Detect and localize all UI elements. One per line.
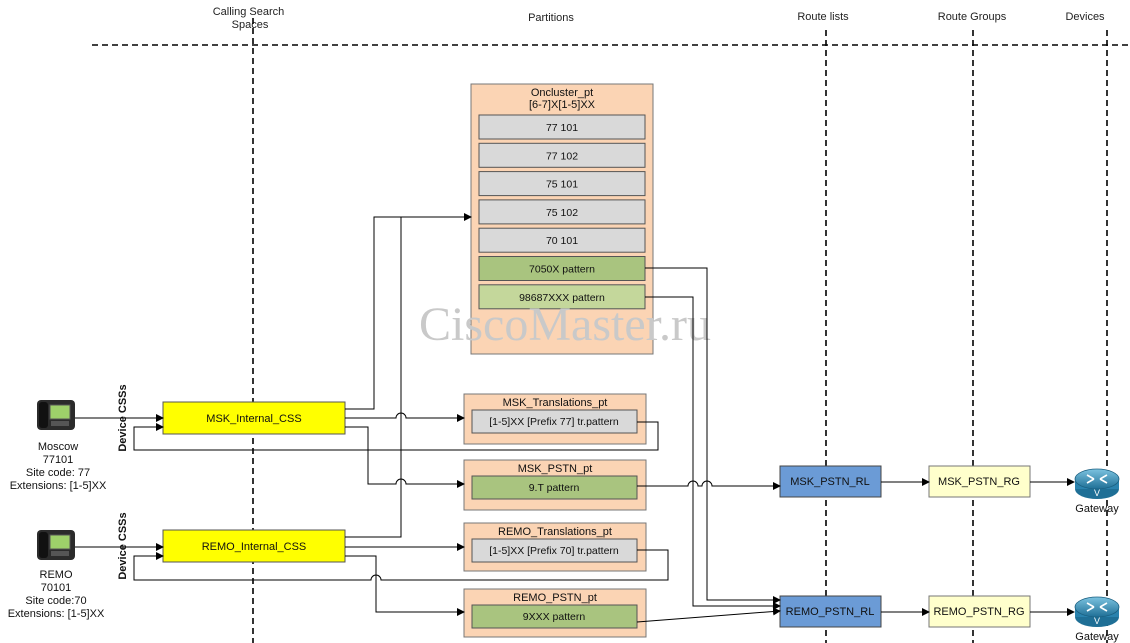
route-list-remo-pstn: REMO_PSTN_RL — [779, 595, 882, 628]
phone-name: REMO — [40, 569, 73, 581]
partition-title: MSK_Translations_pt — [503, 397, 608, 409]
ip-phone-icon — [37, 400, 75, 430]
route-list-msk-pstn: MSK_PSTN_RL — [779, 465, 882, 498]
header-route-lists: Route lists — [797, 11, 849, 23]
header-devices: Devices — [1065, 11, 1105, 23]
connector — [345, 213, 472, 410]
phone-label-moscow: Moscow 77101 Site code: 77 Extensions: [… — [10, 441, 107, 492]
route-list-label: MSK_PSTN_RL — [790, 476, 869, 488]
phone-ext: Extensions: [1-5]XX — [8, 608, 105, 620]
phone-number: 77101 — [43, 454, 74, 466]
oncluster-item-box — [478, 199, 646, 225]
partition-item: [1-5]XX [Prefix 70] tr.pattern — [489, 545, 619, 557]
oncluster-item: 75 102 — [546, 207, 578, 219]
phone-site: Site code:70 — [25, 595, 86, 607]
route-list-label: REMO_PSTN_RL — [786, 606, 875, 618]
partition-item: [1-5]XX [Prefix 77] tr.pattern — [489, 416, 619, 428]
phone-ext: Extensions: [1-5]XX — [10, 480, 107, 492]
connector — [645, 296, 781, 610]
route-group-label: REMO_PSTN_RG — [933, 606, 1024, 618]
oncluster-partition: Oncluster_pt [6-7]X[1-5]XX 77 101 77 102 7… — [470, 83, 654, 355]
connectors — [75, 213, 1075, 623]
connector — [637, 480, 781, 490]
oncluster-item: 75 101 — [546, 179, 578, 191]
oncluster-item: 98687XXX pattern — [519, 292, 605, 304]
connector — [636, 607, 781, 623]
oncluster-item: 7050X pattern — [529, 264, 595, 276]
oncluster-title: Oncluster_pt — [531, 87, 593, 99]
oncluster-item: 70 101 — [546, 235, 578, 247]
oncluster-item-box — [478, 142, 646, 168]
connector — [345, 555, 465, 616]
connector — [133, 421, 659, 451]
oncluster-subtitle: [6-7]X[1-5]XX — [529, 99, 596, 111]
oncluster-item-box — [478, 171, 646, 197]
gateway-router-icon: V — [1074, 596, 1120, 627]
partition-item: 9.T pattern — [529, 482, 580, 494]
partition-title: REMO_PSTN_pt — [513, 592, 597, 604]
device-css-label: Device CSSs — [117, 512, 129, 579]
css-box-msk-internal: MSK_Internal_CSS — [162, 401, 346, 435]
partition-msk-pstn: MSK_PSTN_pt 9.T pattern — [463, 459, 647, 511]
route-group-label: MSK_PSTN_RG — [938, 476, 1020, 488]
partition-item: 9XXX pattern — [523, 611, 586, 623]
phone-name: Moscow — [38, 441, 78, 453]
css-label: REMO_Internal_CSS — [202, 541, 307, 553]
header-calling-search-spaces: Calling Search Spaces — [213, 6, 288, 31]
css-label: MSK_Internal_CSS — [206, 413, 301, 425]
connector — [345, 217, 402, 538]
partition-remo-pstn: REMO_PSTN_pt 9XXX pattern — [463, 588, 647, 638]
css-box-remo-internal: REMO_Internal_CSS — [162, 529, 346, 563]
phone-site: Site code: 77 — [26, 467, 90, 479]
oncluster-item: 77 102 — [546, 150, 578, 162]
ip-phone-icon — [37, 530, 75, 560]
oncluster-item-box — [478, 227, 646, 253]
connector — [345, 426, 465, 488]
svg-text:V: V — [1094, 488, 1100, 498]
header-partitions: Partitions — [528, 12, 574, 24]
oncluster-item-box — [478, 284, 646, 310]
route-group-remo-pstn: REMO_PSTN_RG — [928, 595, 1031, 628]
oncluster-item: 77 101 — [546, 122, 578, 134]
oncluster-item-box — [478, 114, 646, 140]
gateway-label: Gateway — [1075, 631, 1119, 643]
watermark: CiscoMaster.ru — [419, 298, 711, 351]
partition-msk-translations: MSK_Translations_pt [1-5]XX [Prefix 77] … — [463, 393, 647, 445]
partition-remo-translations: REMO_Translations_pt [1-5]XX [Prefix 70]… — [463, 522, 647, 572]
gateway-label: Gateway — [1075, 503, 1119, 515]
gateway-router-icon: V — [1074, 468, 1120, 499]
phone-label-remo: REMO 70101 Site code:70 Extensions: [1-5… — [8, 569, 105, 620]
connector — [645, 267, 781, 604]
svg-text:V: V — [1094, 616, 1100, 626]
partition-title: REMO_Translations_pt — [498, 526, 612, 538]
phone-number: 70101 — [41, 582, 72, 594]
connector — [345, 412, 465, 422]
partition-title: MSK_PSTN_pt — [518, 463, 593, 475]
connector — [133, 549, 669, 581]
header-route-groups: Route Groups — [938, 11, 1007, 23]
route-group-msk-pstn: MSK_PSTN_RG — [928, 465, 1031, 498]
